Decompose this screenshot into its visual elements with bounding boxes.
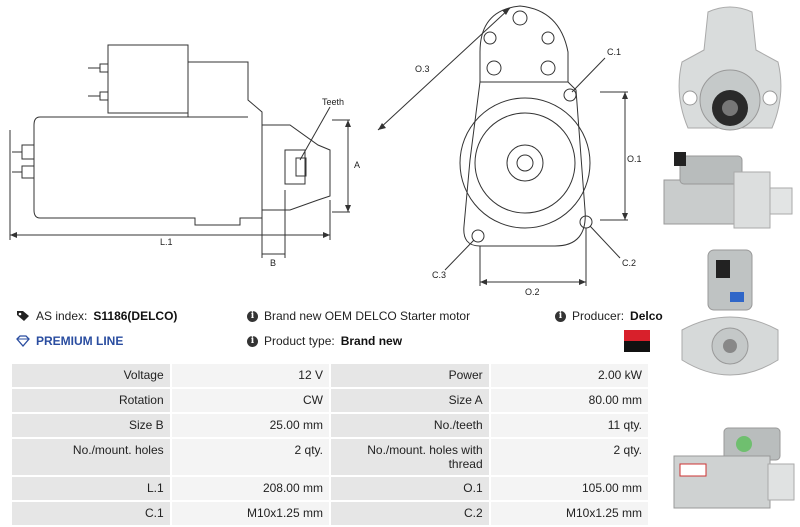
spec-value: 2 qty. <box>490 439 648 475</box>
table-row: Size B 25.00 mm No./teeth 11 qty. <box>12 414 648 437</box>
specs-table: Voltage 12 V Power 2.00 kW Rotation CW S… <box>10 362 650 527</box>
photo-rear-view[interactable] <box>660 240 800 390</box>
as-index-value: S1186(DELCO) <box>93 309 178 323</box>
photo-angled-view[interactable] <box>660 390 800 523</box>
spec-label: No./mount. holes <box>12 439 170 475</box>
spec-value: M10x1.25 mm <box>490 502 648 525</box>
table-row: Rotation CW Size A 80.00 mm <box>12 389 648 412</box>
spec-value: 12 V <box>171 364 329 387</box>
table-row: L.1 208.00 mm O.1 105.00 mm <box>12 477 648 500</box>
product-photos <box>660 0 800 523</box>
label-dim-b: B <box>270 258 276 268</box>
info-icon: i <box>555 310 566 322</box>
spec-value: 11 qty. <box>490 414 648 437</box>
spec-label: C.2 <box>330 502 489 525</box>
spec-label: Size B <box>12 414 170 437</box>
premium-line-row: PREMIUM LINE <box>16 334 123 348</box>
product-type-row: i Product type: Brand new <box>247 334 402 348</box>
producer-label: Producer: <box>572 309 625 323</box>
spec-label: Rotation <box>12 389 170 412</box>
spec-value: 105.00 mm <box>490 477 648 500</box>
producer-row: i Producer: Delco <box>555 309 663 323</box>
label-teeth: Teeth <box>322 97 344 107</box>
spec-label: Voltage <box>12 364 170 387</box>
product-type-value: Brand new <box>340 334 403 348</box>
label-dim-o3: O.3 <box>415 64 430 74</box>
spec-label: Size A <box>330 389 489 412</box>
info-icon: i <box>247 310 258 322</box>
premium-line-label: PREMIUM LINE <box>36 334 124 348</box>
label-c2: C.2 <box>622 258 636 268</box>
tag-icon <box>17 311 29 321</box>
spec-value: 25.00 mm <box>171 414 329 437</box>
table-row: Voltage 12 V Power 2.00 kW <box>12 364 648 387</box>
spec-label: C.1 <box>12 502 170 525</box>
label-c1: C.1 <box>607 47 621 57</box>
spec-value: 2.00 kW <box>490 364 648 387</box>
table-row: No./mount. holes 2 qty. No./mount. holes… <box>12 439 648 475</box>
spec-value: 80.00 mm <box>490 389 648 412</box>
info-icon: i <box>247 335 258 347</box>
spec-value: CW <box>171 389 329 412</box>
label-dim-o2: O.2 <box>525 287 540 297</box>
producer-value: Delco <box>630 309 663 323</box>
label-c3: C.3 <box>432 270 446 280</box>
spec-label: L.1 <box>12 477 170 500</box>
spec-label: O.1 <box>330 477 489 500</box>
description-row: i Brand new OEM DELCO Starter motor <box>247 309 470 323</box>
spec-value: 208.00 mm <box>171 477 329 500</box>
diamond-icon <box>16 335 30 347</box>
photo-front-view[interactable] <box>660 0 800 148</box>
motor-body-outline <box>33 61 263 226</box>
solenoid-outline <box>107 44 189 114</box>
product-info: AS index: S1186(DELCO) PREMIUM LINE i Br… <box>0 300 663 358</box>
flange-outline <box>479 5 569 82</box>
product-type-label: Product type: <box>264 334 335 348</box>
spec-label: No./teeth <box>330 414 489 437</box>
spec-value: 2 qty. <box>171 439 329 475</box>
label-dim-o1: O.1 <box>627 154 642 164</box>
spec-label: Power <box>330 364 489 387</box>
label-dim-a: A <box>354 160 360 170</box>
spec-label: No./mount. holes with thread <box>330 439 489 475</box>
brand-color-swatch <box>624 330 650 352</box>
technical-drawing: Teeth A B L.1 O.3 C.1 O.1 C.3 C.2 O.2 <box>9 5 642 297</box>
label-dim-l1: L.1 <box>160 237 173 247</box>
housing-outline <box>463 81 586 247</box>
spec-value: M10x1.25 mm <box>171 502 329 525</box>
as-index-row: AS index: S1186(DELCO) <box>16 309 177 323</box>
photo-side-view[interactable] <box>660 148 800 240</box>
table-row: C.1 M10x1.25 mm C.2 M10x1.25 mm <box>12 502 648 525</box>
as-index-label: AS index: <box>36 309 88 323</box>
description-text: Brand new OEM DELCO Starter motor <box>264 309 471 323</box>
